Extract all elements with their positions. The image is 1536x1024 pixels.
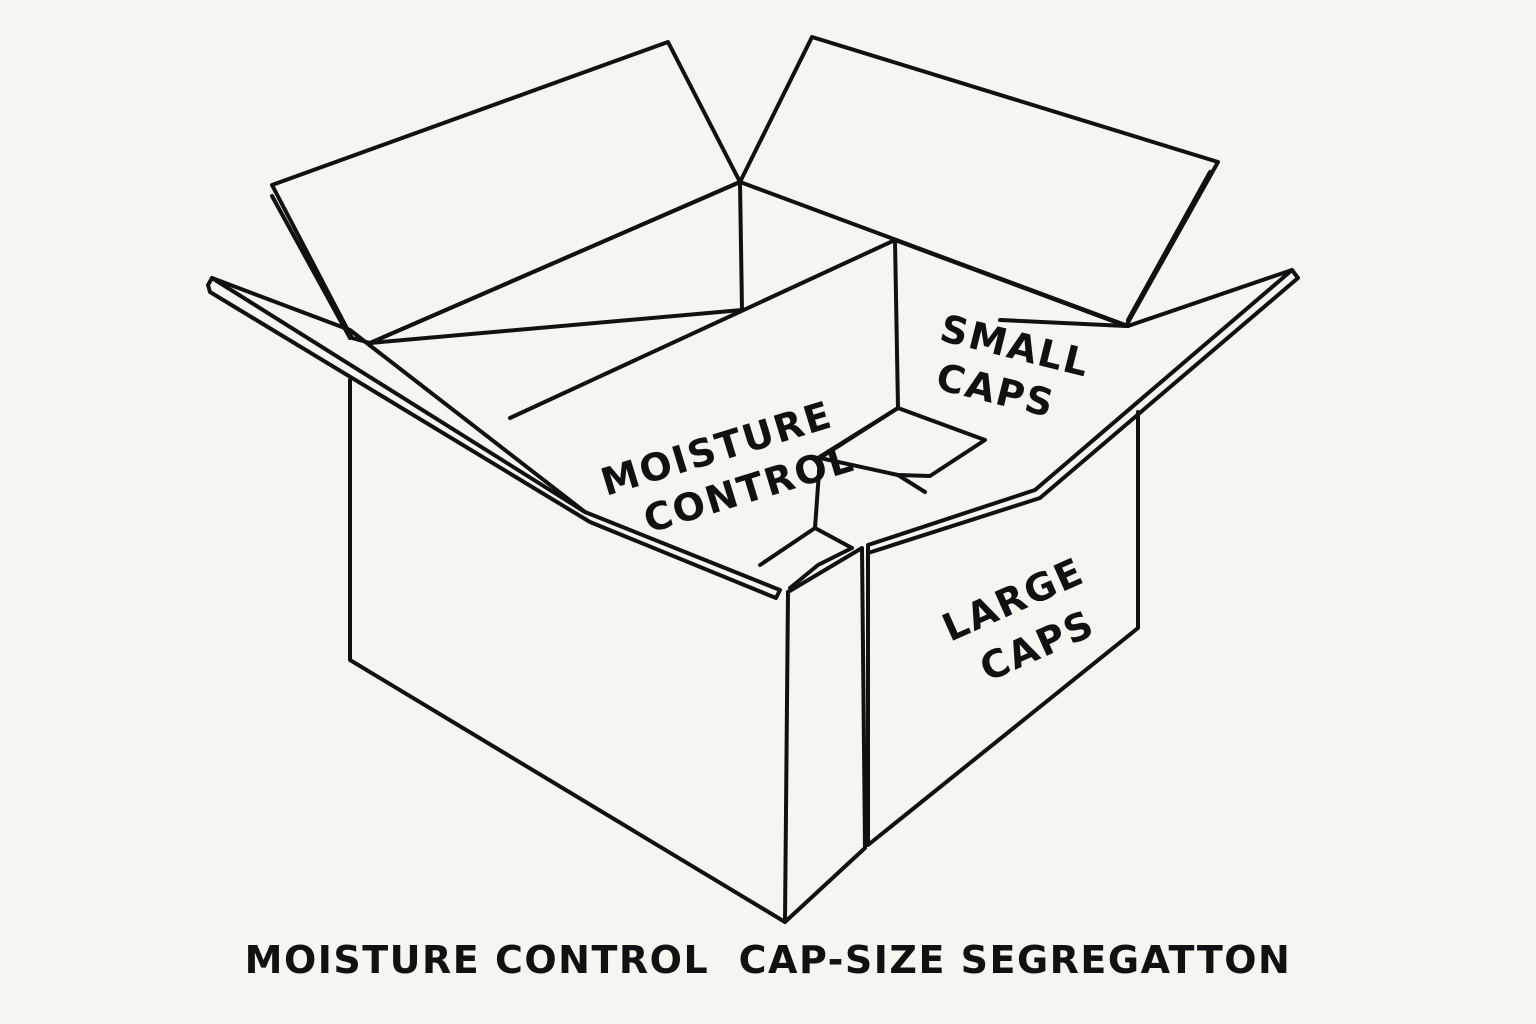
inner-divider-front xyxy=(896,473,927,494)
large-caps-label: LARGE CAPS xyxy=(936,549,1102,690)
front-left-flap xyxy=(206,276,782,600)
caption-left: MOISTURE CONTROL xyxy=(244,938,710,982)
moisture-control-label: MOISTURE CONTROL xyxy=(596,392,860,541)
cross-divider xyxy=(893,238,1128,328)
inner-left-back-floor xyxy=(368,308,744,345)
inner-well xyxy=(788,526,854,590)
front-right-flap-body xyxy=(1126,268,1294,328)
back-corner-edge xyxy=(738,180,744,312)
front-left-flap-body xyxy=(210,276,587,514)
back-left-flap-edge xyxy=(270,194,352,340)
caption-right: CAP-SIZE SEGREGATTON xyxy=(738,938,1292,982)
back-right-flap xyxy=(738,35,1220,328)
front-right-wall xyxy=(783,546,867,924)
diagram-caption: MOISTURE CONTROL CAP-SIZE SEGREGATTON xyxy=(0,938,1536,982)
right-wall xyxy=(866,410,1140,847)
back-left-flap xyxy=(270,40,742,345)
center-compartment xyxy=(816,406,987,478)
front-right-flap xyxy=(866,268,1300,555)
back-right-flap-edge xyxy=(1126,170,1212,322)
front-left-wall xyxy=(348,378,790,924)
